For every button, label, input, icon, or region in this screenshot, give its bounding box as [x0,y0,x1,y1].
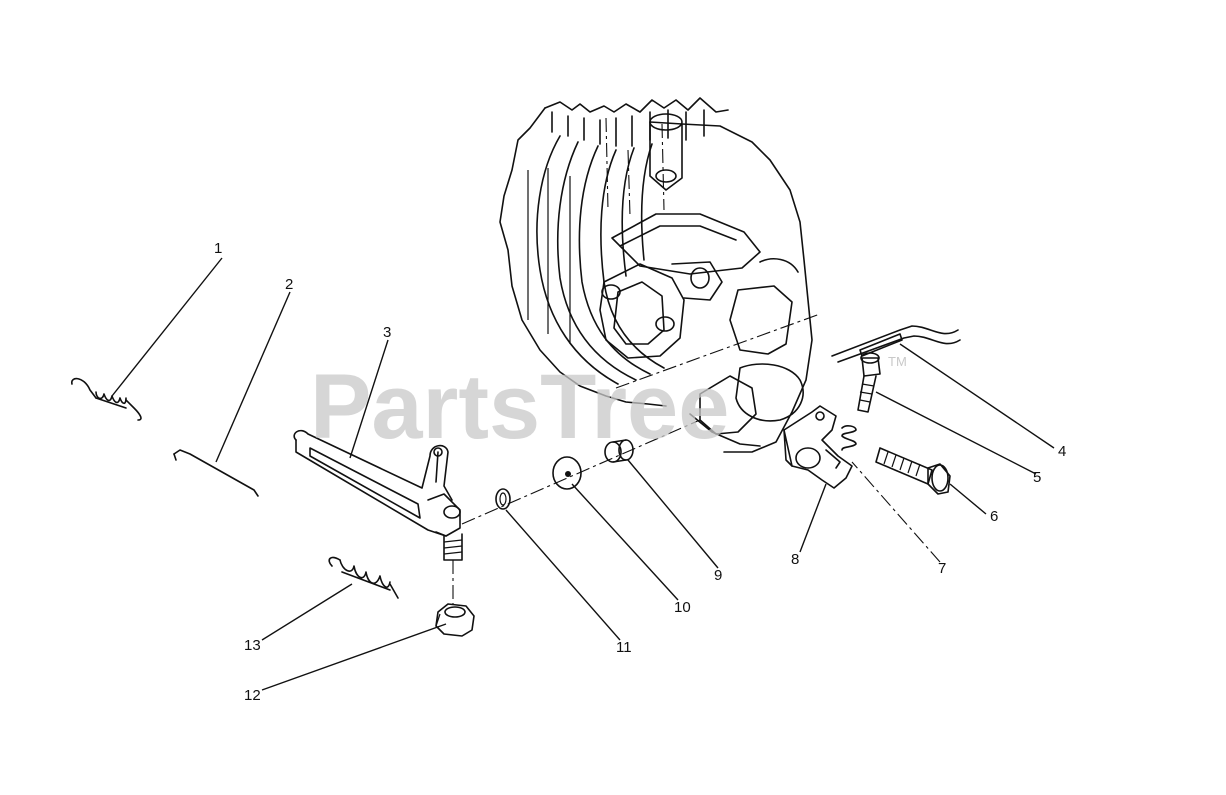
callout-12: 12 [244,687,261,704]
callout-5: 5 [1033,469,1041,486]
part-bracket [783,405,853,489]
part-spring-large [328,556,399,599]
part-snap-ring [495,488,511,510]
callout-2: 2 [285,276,293,293]
callout-6: 6 [990,508,998,525]
part-bolt [875,447,951,495]
engine-block [499,97,821,453]
callouts: 1 2 3 4 5 6 7 8 9 10 11 12 13 [214,240,1066,704]
callout-10: 10 [674,599,691,616]
part-nut [435,603,475,637]
leader-lines [111,257,1055,691]
part-spring-small [71,377,142,421]
shaft-axis [461,419,701,525]
part-spring-tiny [841,425,857,451]
part-washer [552,456,582,490]
part-bushing [604,439,634,463]
callout-9: 9 [714,567,722,584]
watermark-tm: TM [888,354,907,369]
callout-4: 4 [1058,443,1066,460]
callout-13: 13 [244,637,261,654]
callout-3: 3 [383,324,391,341]
part-governor-link [173,449,259,497]
watermark: PartsTree TM [310,354,907,458]
watermark-text: PartsTree [310,356,729,458]
callout-8: 8 [791,551,799,568]
callout-1: 1 [214,240,222,257]
callout-7: 7 [938,560,946,577]
part-screw [857,352,881,413]
callout-11: 11 [616,639,632,656]
part-throttle-rod [831,325,961,363]
part-governor-lever [293,429,463,561]
